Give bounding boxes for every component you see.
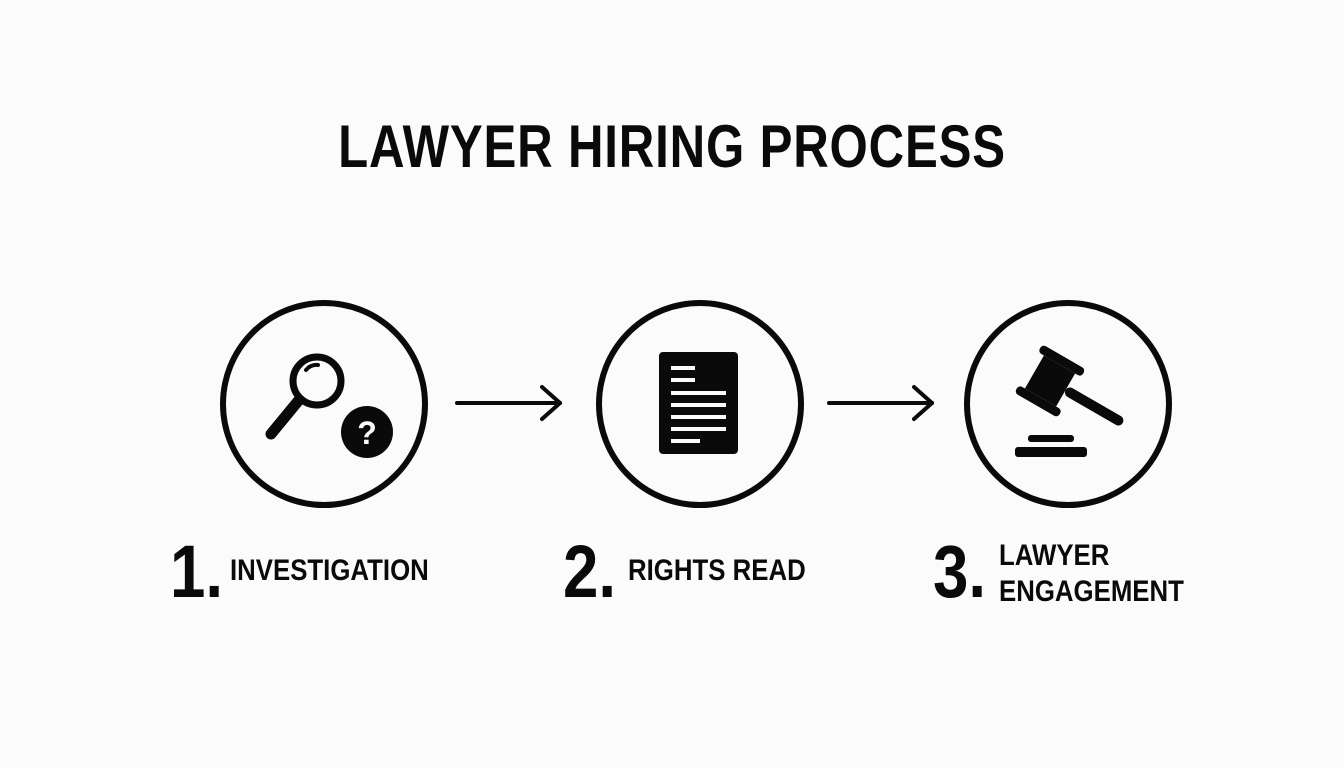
step-2-label: RIGHTS READ [628, 554, 806, 587]
step-3-number: 3. [933, 530, 987, 613]
document-icon [659, 352, 738, 454]
svg-text:?: ? [357, 415, 377, 451]
gavel-icon [1015, 345, 1124, 457]
arrow-right-icon [827, 385, 934, 421]
magnifier-question-icon: ? [265, 353, 393, 458]
step-3-label-line2: ENGAGEMENT [999, 575, 1184, 608]
step-1-circle: ? [220, 300, 428, 508]
step-1-label: INVESTIGATION [230, 554, 429, 587]
step-3-label-line1: LAWYER [999, 539, 1110, 572]
diagram-title: LAWYER HIRING PROCESS [338, 113, 1006, 180]
step-2-circle [596, 300, 804, 508]
arrow-right-icon [455, 385, 562, 421]
step-3-circle [964, 300, 1172, 508]
step-2-number: 2. [563, 530, 617, 613]
step-1-number: 1. [170, 530, 224, 613]
